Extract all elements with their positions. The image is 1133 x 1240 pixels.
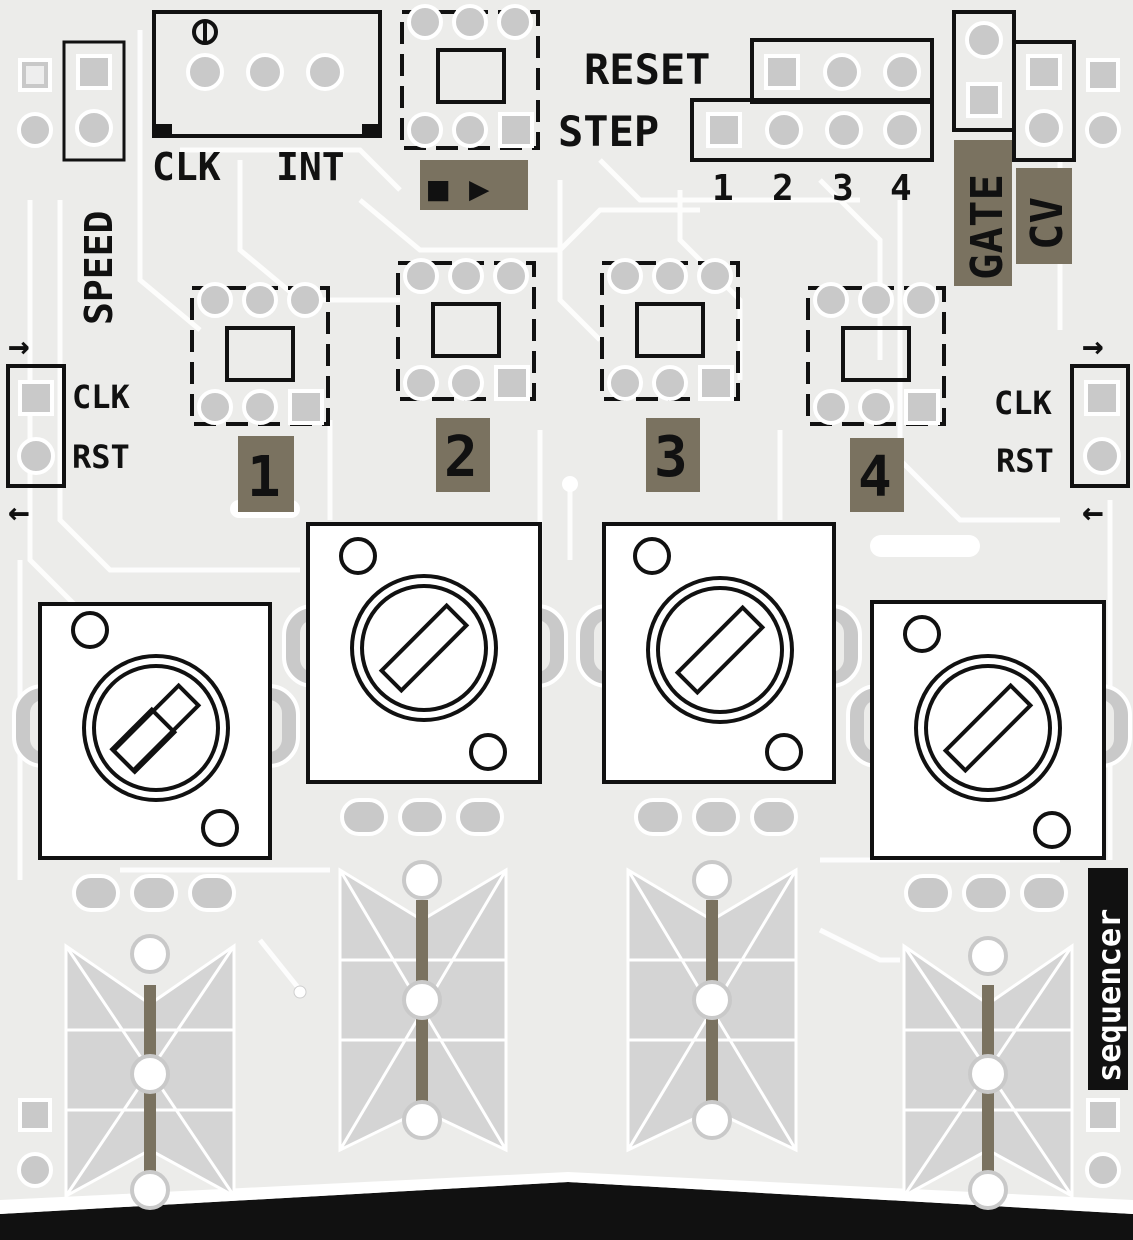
channel-4-label: 4: [858, 445, 892, 510]
cv-label-bg: [1016, 168, 1072, 264]
right-arrow-right: →: [1082, 326, 1104, 367]
play-label-bg: [420, 160, 528, 210]
left-arrow-left: ←: [8, 492, 30, 533]
step-header[interactable]: [690, 98, 934, 162]
pot-1[interactable]: [12, 602, 300, 860]
channel-button-1[interactable]: [190, 282, 330, 426]
clk-label: CLK: [152, 145, 221, 189]
reset-label: RESET: [584, 45, 710, 94]
play-stop-button[interactable]: [400, 4, 540, 150]
touch-pad-3[interactable]: [626, 860, 798, 1153]
left-arrow-right: →: [8, 326, 30, 367]
right-clk-label: CLK: [994, 384, 1053, 422]
pot-2[interactable]: [282, 522, 568, 784]
channel-2-label: 2: [444, 425, 478, 490]
int-label: INT: [276, 145, 345, 189]
touch-pad-4[interactable]: [902, 936, 1074, 1210]
left-rst-label: RST: [72, 438, 130, 476]
channel-4-label-bg: [850, 438, 904, 512]
right-arrow-left: ←: [1082, 492, 1104, 533]
channel-1-label-bg: [238, 436, 294, 512]
right-clk-rst-header[interactable]: [1070, 364, 1130, 488]
bottom-edge: [0, 1182, 1133, 1240]
pot-slots: [110, 602, 1034, 774]
left-clk-rst-header[interactable]: [6, 364, 66, 488]
channel-button-3[interactable]: [600, 258, 740, 401]
gate-label: GATE: [962, 174, 1013, 280]
channel-2-label-bg: [436, 418, 490, 492]
channel-3-label: 3: [654, 425, 688, 490]
speed-header[interactable]: [17, 40, 126, 162]
channel-1-label: 1: [247, 445, 281, 510]
touch-pad-2[interactable]: [338, 860, 508, 1153]
brand-label-bg: [1088, 868, 1128, 1090]
cv-label: CV: [1022, 197, 1073, 250]
step-number-4: 4: [890, 168, 912, 209]
step-label: STEP: [558, 107, 659, 156]
bottom-corner-pads: [17, 1098, 1121, 1188]
step-number-2: 2: [772, 168, 794, 209]
reset-header[interactable]: [750, 38, 934, 104]
touch-pad-1[interactable]: [64, 934, 236, 1210]
clk-int-switch[interactable]: [152, 10, 382, 138]
step-number-3: 3: [832, 168, 854, 209]
brand-label: sequencer: [1090, 909, 1128, 1082]
play-stop-symbols: ■ ▶: [428, 169, 490, 209]
channel-button-2[interactable]: [396, 258, 536, 401]
pot-pins: [72, 798, 1068, 912]
step-number-1: 1: [712, 168, 734, 209]
gate-header[interactable]: [952, 10, 1016, 132]
pot-4[interactable]: [846, 600, 1132, 860]
channel-3-label-bg: [646, 418, 700, 492]
left-clk-label: CLK: [72, 378, 131, 416]
pot-3[interactable]: [576, 522, 862, 784]
speed-label: SPEED: [77, 211, 121, 325]
channel-button-4[interactable]: [806, 282, 946, 426]
cv-header[interactable]: [1012, 40, 1121, 162]
gate-label-bg: [954, 140, 1012, 286]
right-rst-label: RST: [996, 442, 1054, 480]
step-numbers: 1 2 3 4: [712, 168, 912, 209]
